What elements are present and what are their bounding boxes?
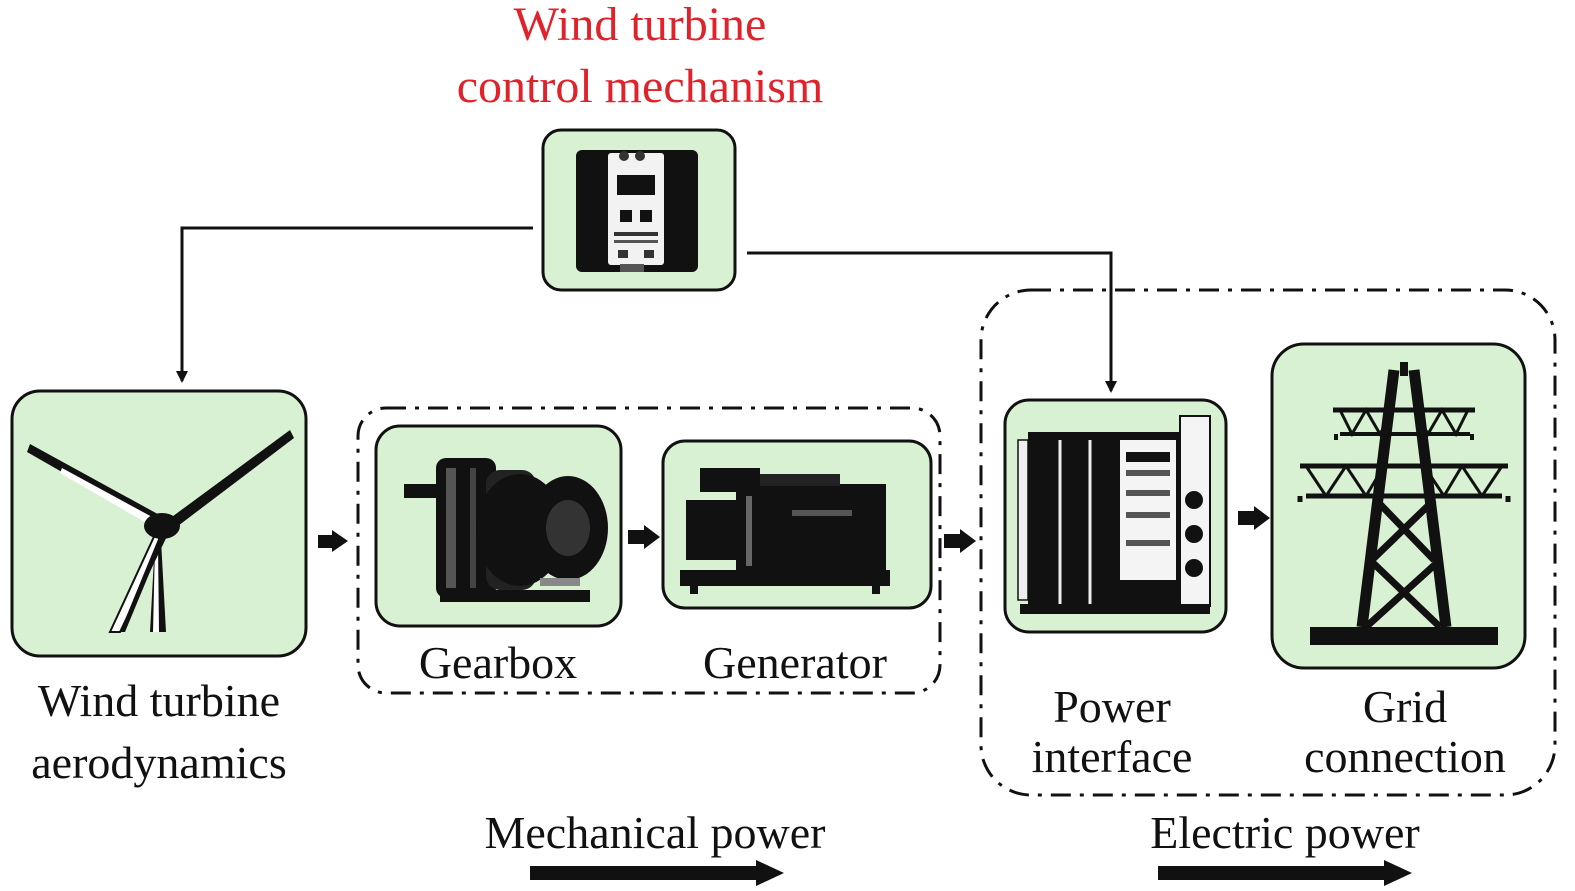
controller-title-line2: control mechanism [456, 60, 824, 113]
controller-title-line1: Wind turbine [513, 0, 767, 51]
power-interface-box [1003, 398, 1228, 634]
flow-arrow-generator-interface [944, 529, 976, 553]
power-interface-label-line2: interface [1031, 731, 1193, 782]
power-cabinet-icon [1017, 415, 1211, 614]
generator-label: Generator [703, 637, 887, 688]
generator-box [661, 439, 933, 610]
electric-power-caption: Electric power [1150, 807, 1420, 858]
gearbox-label: Gearbox [418, 637, 578, 688]
flow-arrow-turbine-gearbox [318, 530, 348, 552]
mechanical-power-arrow [530, 860, 784, 886]
turbine-label-line1: Wind turbine [37, 675, 281, 726]
controller-title: Wind turbine control mechanism [400, 0, 880, 118]
control-line-to-power-interface [747, 251, 1117, 393]
control-line-to-turbine [176, 226, 533, 383]
turbine-label: Wind turbine aerodynamics [0, 676, 318, 788]
gearbox-icon [404, 458, 608, 602]
controller-box [541, 128, 737, 292]
electric-power-arrow [1158, 860, 1412, 886]
turbine-label-line2: aerodynamics [31, 737, 287, 788]
grid-label: Grid connection [1270, 682, 1540, 782]
power-interface-label-line1: Power [1053, 681, 1171, 732]
generator-icon [680, 468, 890, 594]
wind-turbine-icon [27, 430, 294, 633]
grid-box [1270, 342, 1527, 670]
gearbox-box [374, 424, 623, 628]
grid-label-line1: Grid [1362, 681, 1448, 732]
turbine-box [10, 389, 308, 658]
flow-arrow-gearbox-generator [628, 525, 660, 549]
controller-unit-icon [576, 150, 698, 272]
power-interface-label: Power interface [990, 682, 1234, 782]
transmission-tower-icon [1297, 362, 1511, 645]
flow-arrow-interface-grid [1238, 506, 1270, 530]
mechanical-group-frame [356, 406, 942, 695]
mechanical-power-caption: Mechanical power [484, 807, 826, 858]
electrical-group-frame [979, 288, 1557, 797]
grid-label-line2: connection [1304, 731, 1506, 782]
